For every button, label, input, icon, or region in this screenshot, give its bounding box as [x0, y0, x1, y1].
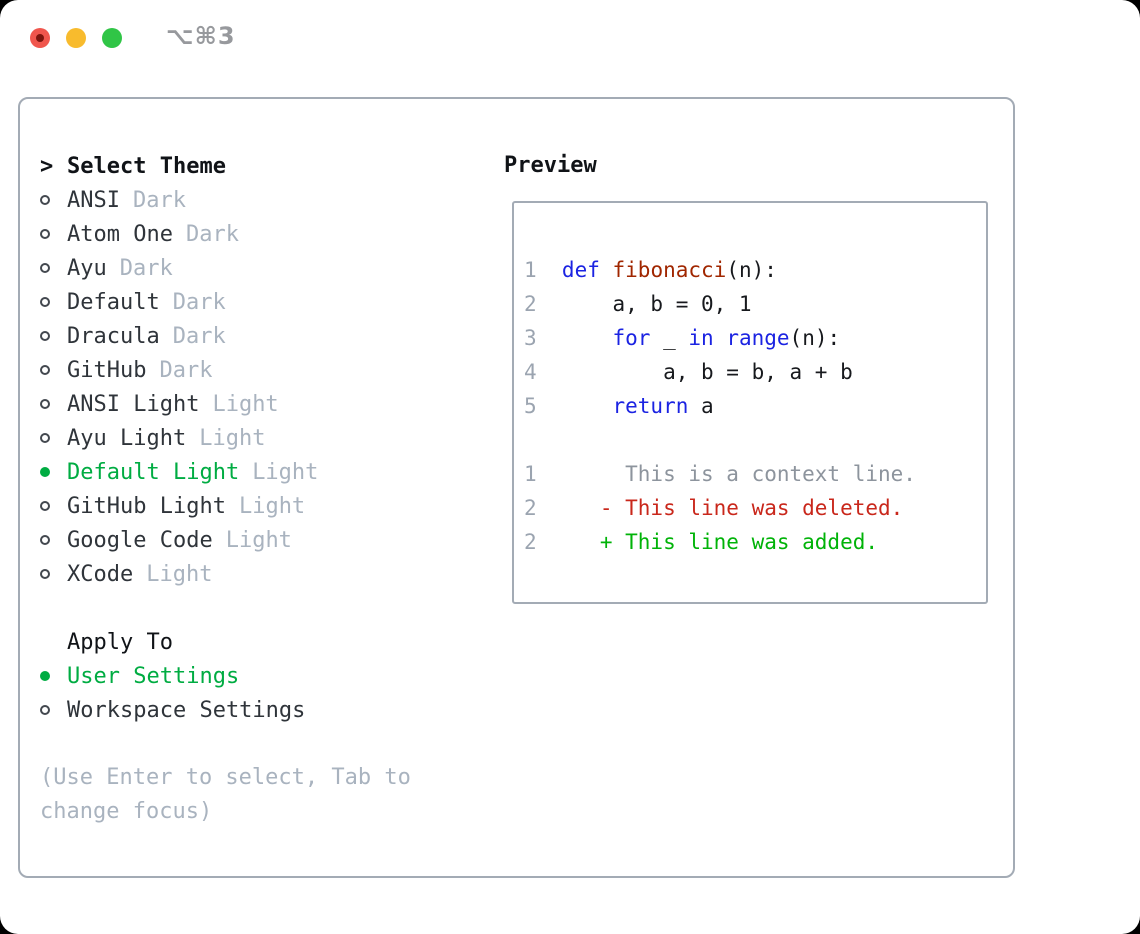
titlebar[interactable]: ⌥⌘3 [0, 0, 1140, 78]
select-theme-header: > Select Theme [40, 149, 460, 183]
code-line: 5 return a [524, 394, 714, 418]
traffic-lights [30, 28, 122, 48]
close-button-icon[interactable] [30, 28, 50, 48]
option-variant-label: Light [199, 425, 266, 451]
radio-icon [40, 705, 50, 715]
radio-icon [40, 331, 50, 341]
apply-to-title: Apply To [67, 629, 173, 655]
theme-option[interactable]: Atom One Dark [40, 217, 460, 251]
theme-option[interactable]: Ayu Dark [40, 251, 460, 285]
option-label: Default [67, 289, 160, 315]
theme-option[interactable]: ANSI Dark [40, 183, 460, 217]
radio-icon [40, 671, 50, 681]
radio-icon [40, 263, 50, 273]
radio-icon [40, 229, 50, 239]
theme-option[interactable]: Default Dark [40, 285, 460, 319]
theme-option[interactable]: Default Light Light [40, 455, 460, 489]
zoom-button-icon[interactable] [102, 28, 122, 48]
option-label: ANSI Light [67, 391, 200, 417]
code-line: 2 - This line was deleted. [524, 496, 904, 520]
option-variant-label: Light [252, 459, 319, 485]
option-variant-label: Light [225, 527, 292, 553]
radio-icon [40, 399, 50, 409]
option-label: User Settings [67, 663, 240, 689]
option-variant-label: Dark [159, 357, 213, 383]
radio-icon [40, 195, 50, 205]
option-variant-label: Dark [172, 289, 226, 315]
radio-icon [40, 569, 50, 579]
radio-icon [40, 467, 50, 477]
theme-option[interactable]: XCode Light [40, 557, 460, 591]
option-label: Google Code [67, 527, 213, 553]
radio-icon [40, 433, 50, 443]
option-label: Ayu [67, 255, 107, 281]
theme-option[interactable]: GitHub Dark [40, 353, 460, 387]
option-label: Ayu Light [67, 425, 187, 451]
theme-picker-column: > Select Theme ANSI Dark Atom One Dark A… [40, 149, 460, 829]
spacer [40, 591, 460, 625]
option-variant-label: Light [238, 493, 306, 519]
option-label: XCode [67, 561, 134, 587]
apply-to-header: Apply To [40, 625, 460, 659]
option-label: Workspace Settings [67, 697, 306, 723]
option-label: GitHub Light [67, 493, 226, 519]
radio-icon [40, 297, 50, 307]
option-variant-label: Dark [132, 187, 186, 213]
code-line: 3 for _ in range(n): [524, 326, 841, 350]
theme-option[interactable]: Dracula Dark [40, 319, 460, 353]
code-line: 1 This is a context line. [524, 462, 916, 486]
select-theme-title: Select Theme [67, 153, 226, 179]
option-variant-label: Dark [185, 221, 239, 247]
option-variant-label: Dark [172, 323, 226, 349]
option-variant-label: Light [212, 391, 279, 417]
option-label: GitHub [67, 357, 147, 383]
apply-to-option[interactable]: User Settings [40, 659, 460, 693]
theme-option[interactable]: GitHub Light Light [40, 489, 460, 523]
theme-option[interactable]: Google Code Light [40, 523, 460, 557]
preview-title: Preview [504, 153, 597, 178]
help-text: (Use Enter to select, Tab to change focu… [40, 765, 411, 824]
window-title: ⌥⌘3 [166, 22, 236, 50]
radio-icon [40, 501, 50, 511]
minimize-button-icon[interactable] [66, 28, 86, 48]
code-line: 4 a, b = b, a + b [524, 360, 853, 384]
option-label: Default Light [67, 459, 240, 485]
option-label: ANSI [67, 187, 120, 213]
spacer [40, 727, 460, 761]
code-line: 2 a, b = 0, 1 [524, 292, 752, 316]
apply-to-option[interactable]: Workspace Settings [40, 693, 460, 727]
option-variant-label: Light [146, 561, 213, 587]
option-label: Atom One [67, 221, 173, 247]
theme-list: ANSI Dark Atom One Dark Ayu Dark Default… [40, 183, 460, 591]
code-line: 2 + This line was added. [524, 530, 878, 554]
theme-option[interactable]: ANSI Light Light [40, 387, 460, 421]
radio-icon [40, 365, 50, 375]
prompt-caret-icon: > [40, 153, 54, 179]
option-variant-label: Dark [119, 255, 173, 281]
theme-option[interactable]: Ayu Light Light [40, 421, 460, 455]
apply-to-list: User Settings Workspace Settings [40, 659, 460, 727]
option-label: Dracula [67, 323, 160, 349]
theme-picker-panel: > Select Theme ANSI Dark Atom One Dark A… [18, 97, 1015, 878]
radio-icon [40, 535, 50, 545]
code-line [524, 423, 978, 457]
